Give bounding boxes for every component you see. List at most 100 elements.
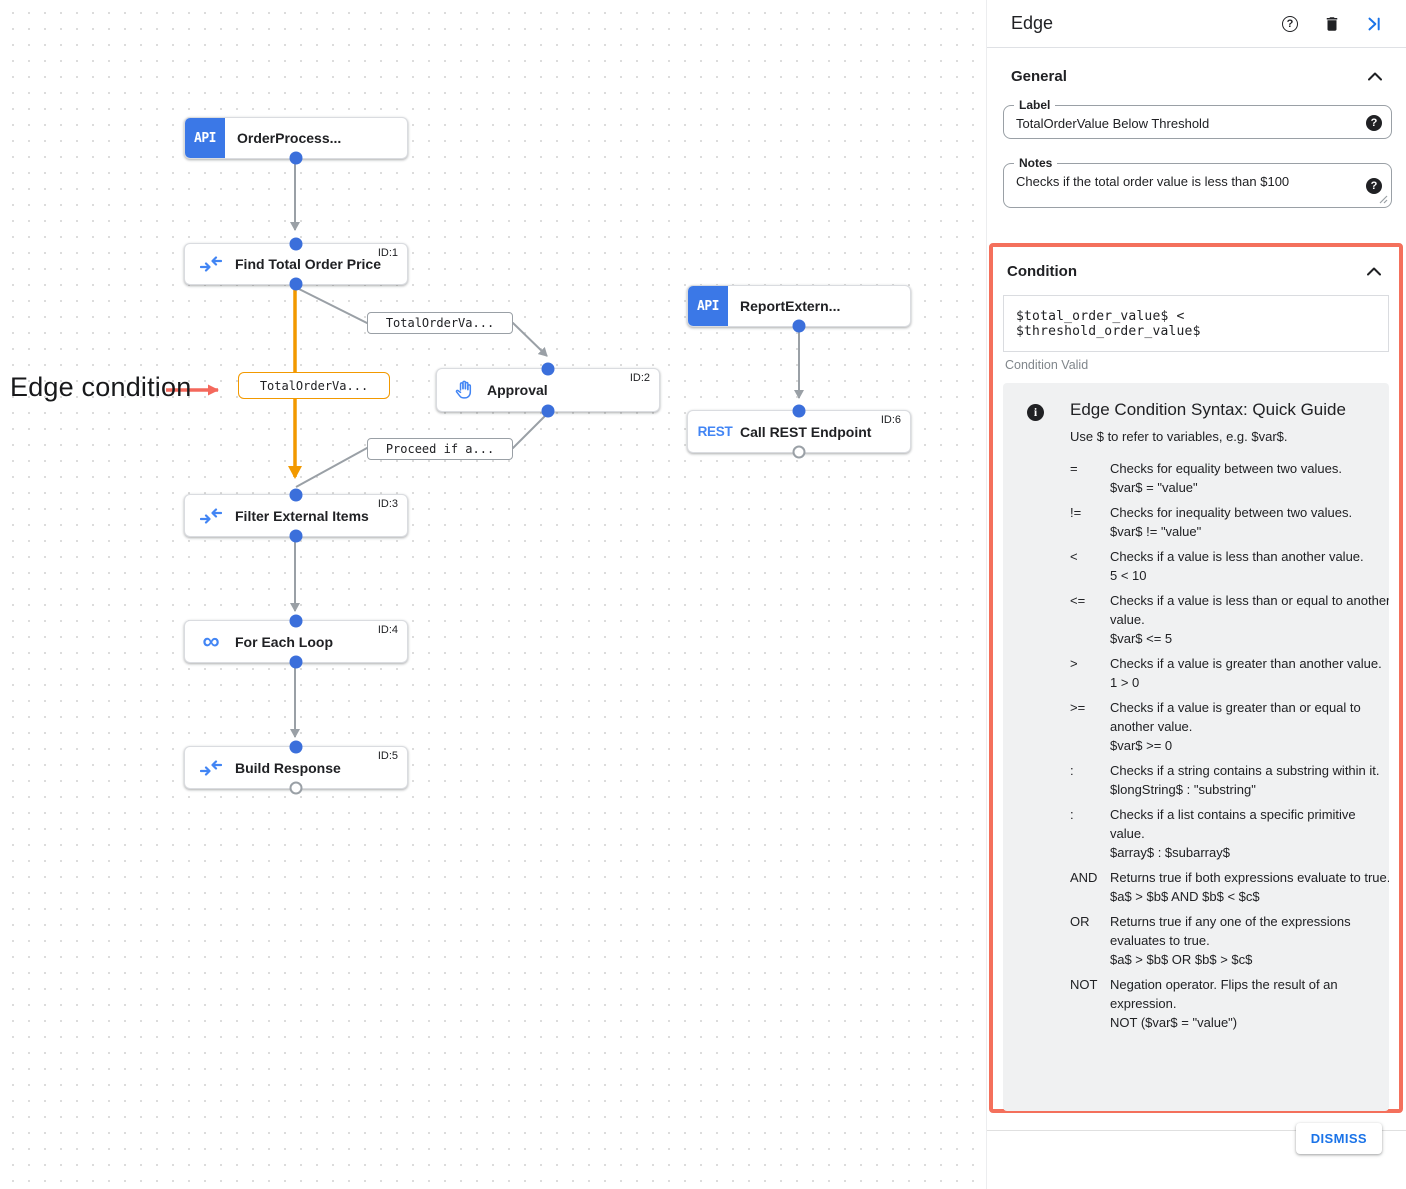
- guide-desc: Checks if a value is less than another v…: [1110, 549, 1364, 564]
- node-label: OrderProcess...: [237, 130, 342, 146]
- input-port[interactable]: [541, 362, 555, 376]
- output-port-empty[interactable]: [289, 781, 303, 795]
- output-port[interactable]: [289, 277, 303, 291]
- output-port[interactable]: [289, 655, 303, 669]
- api-trigger-badge: API: [185, 118, 225, 158]
- output-port[interactable]: [541, 404, 555, 418]
- node-id-badge: ID:6: [880, 414, 901, 426]
- edge-properties-panel: Edge ? General Label TotalOrderValue Bel…: [986, 0, 1406, 1189]
- workflow-edges: [166, 160, 804, 738]
- node-id-badge: ID:2: [629, 372, 650, 384]
- label-field[interactable]: Label TotalOrderValue Below Threshold ?: [1003, 98, 1392, 139]
- input-port[interactable]: [289, 237, 303, 251]
- node-label: Build Response: [235, 759, 341, 776]
- guide-example: $var$ != "value": [1110, 524, 1202, 539]
- condition-syntax-guide: i Edge Condition Syntax: Quick Guide Use…: [1003, 383, 1389, 1111]
- label-help-icon[interactable]: ?: [1366, 115, 1382, 131]
- label-field-value[interactable]: TotalOrderValue Below Threshold: [1016, 116, 1210, 131]
- edge-label-text: TotalOrderVa...: [259, 378, 369, 393]
- edge-label-text: Proceed if a...: [385, 442, 495, 456]
- infinity-glyph: ∞: [202, 627, 220, 655]
- dismiss-button[interactable]: DISMISS: [1295, 1123, 1382, 1154]
- guide-operator: =: [1070, 461, 1078, 476]
- guide-example: 5 < 10: [1110, 568, 1147, 583]
- guide-row-equals: = Checks for equality between two values…: [1070, 459, 1371, 497]
- notes-field[interactable]: Notes Checks if the total order value is…: [1003, 156, 1392, 208]
- info-icon: i: [1027, 404, 1044, 421]
- guide-desc: Checks if a list contains a specific pri…: [1110, 807, 1356, 841]
- guide-row-and: AND Returns true if both expressions eva…: [1070, 868, 1389, 906]
- help-icon[interactable]: ?: [1280, 14, 1300, 34]
- condition-valid-status: Condition Valid: [1005, 358, 1089, 372]
- node-call-rest-endpoint[interactable]: REST Call REST Endpoint ID:6: [687, 404, 911, 459]
- footer-divider: [987, 1130, 1406, 1131]
- guide-row-not-equals: != Checks for inequality between two val…: [1070, 503, 1371, 541]
- panel-title: Edge: [1011, 13, 1054, 33]
- guide-desc: Checks for equality between two values.: [1110, 461, 1342, 476]
- api-trigger-badge: API: [688, 286, 728, 326]
- data-mapping-icon: [199, 759, 223, 777]
- guide-example: $var$ = "value": [1110, 480, 1198, 495]
- output-port[interactable]: [792, 319, 806, 333]
- data-mapping-icon: [199, 507, 223, 525]
- node-for-each-loop[interactable]: ∞ For Each Loop ID:4: [184, 614, 408, 669]
- guide-row-or: OR Returns true if any one of the expres…: [1070, 912, 1371, 969]
- edge-label-text: TotalOrderVa...: [385, 316, 495, 330]
- api-badge-text: API: [194, 130, 216, 146]
- hand-icon: [451, 379, 475, 401]
- infinity-icon: ∞: [199, 627, 223, 655]
- panel-header: Edge ?: [987, 0, 1406, 48]
- node-build-response[interactable]: Build Response ID:5: [184, 740, 408, 795]
- output-port-empty[interactable]: [792, 445, 806, 459]
- edge-label-totalordervalue-to-approval[interactable]: TotalOrderVa...: [367, 312, 513, 334]
- guide-title: Edge Condition Syntax: Quick Guide: [1070, 400, 1346, 419]
- general-section-header[interactable]: General: [987, 48, 1406, 85]
- node-approval[interactable]: Approval ID:2: [436, 362, 660, 418]
- output-port[interactable]: [289, 529, 303, 543]
- input-port[interactable]: [289, 614, 303, 628]
- chevron-up-icon[interactable]: [1368, 72, 1382, 81]
- node-find-total-order-price[interactable]: Find Total Order Price ID:1: [184, 237, 408, 291]
- chevron-up-icon[interactable]: [1367, 267, 1381, 276]
- input-port[interactable]: [792, 404, 806, 418]
- notes-field-label: Notes: [1014, 156, 1058, 170]
- output-port[interactable]: [289, 151, 303, 165]
- node-id-badge: ID:1: [377, 247, 398, 259]
- guide-intro: Use $ to refer to variables, e.g. $var$.: [1070, 429, 1288, 444]
- guide-row-list-contains: : Checks if a list contains a specific p…: [1070, 805, 1371, 862]
- guide-example: NOT ($var$ = "value"): [1110, 1015, 1238, 1030]
- notes-field-value[interactable]: Checks if the total order value is less …: [1016, 174, 1290, 189]
- node-label: ReportExtern...: [740, 298, 841, 314]
- node-orderprocess-trigger[interactable]: API OrderProcess...: [184, 117, 408, 165]
- guide-row-less-than: < Checks if a value is less than another…: [1070, 547, 1371, 585]
- guide-operator: <=: [1070, 593, 1086, 608]
- edge-label-proceed-if[interactable]: Proceed if a...: [367, 438, 513, 460]
- guide-example: $longString$ : "substring": [1110, 782, 1256, 797]
- guide-row-greater-equal: >= Checks if a value is greater than or …: [1070, 698, 1371, 755]
- rest-icon-text: REST: [697, 424, 733, 439]
- condition-section-header[interactable]: Condition: [993, 247, 1399, 280]
- guide-operator: :: [1070, 807, 1074, 822]
- resize-handle-icon[interactable]: [1379, 195, 1388, 204]
- guide-row-greater-than: > Checks if a value is greater than anot…: [1070, 654, 1382, 692]
- label-field-label: Label: [1014, 98, 1056, 112]
- guide-example: $a$ > $b$ AND $b$ < $c$: [1110, 889, 1260, 904]
- input-port[interactable]: [289, 740, 303, 754]
- edge-label-totalordervalue-condition-selected[interactable]: TotalOrderVa...: [238, 372, 390, 399]
- collapse-panel-icon[interactable]: [1364, 14, 1384, 34]
- condition-expression-input[interactable]: $total_order_value$ < $threshold_order_v…: [1003, 295, 1389, 352]
- node-reportextern-trigger[interactable]: API ReportExtern...: [687, 285, 911, 333]
- trash-icon[interactable]: [1322, 14, 1342, 34]
- workflow-canvas[interactable]: API OrderProcess... Find Total Order Pri…: [0, 0, 975, 1189]
- guide-desc: Returns true if any one of the expressio…: [1110, 914, 1351, 948]
- guide-operator: <: [1070, 549, 1078, 564]
- input-port[interactable]: [289, 488, 303, 502]
- node-filter-external-items[interactable]: Filter External Items ID:3: [184, 488, 408, 543]
- guide-desc: Checks if a string contains a substring …: [1110, 763, 1380, 778]
- guide-example: $a$ > $b$ OR $b$ > $c$: [1110, 952, 1253, 967]
- notes-help-icon[interactable]: ?: [1366, 178, 1382, 194]
- guide-operator: !=: [1070, 505, 1082, 520]
- node-id-badge: ID:3: [377, 498, 398, 510]
- condition-section-highlight: Condition $total_order_value$ < $thresho…: [989, 243, 1403, 1113]
